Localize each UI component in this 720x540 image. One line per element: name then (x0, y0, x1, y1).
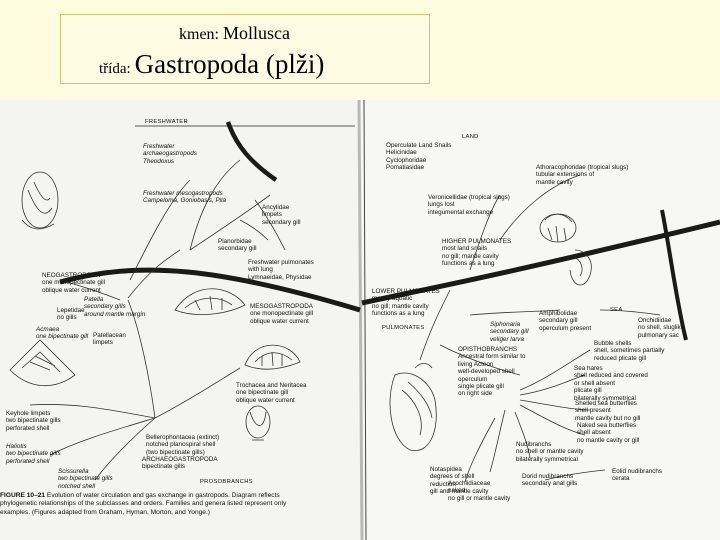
label-athoraco: Athoracophoridae (tropical slugs) tubula… (536, 164, 629, 186)
arrow-to-sea-hares (519, 374, 586, 396)
arrow-to-lower-pulmonates (419, 289, 451, 361)
label-scissurella: Scissurella two bipectinate gills notche… (58, 468, 113, 490)
label-amphibolidae: Amphibolidae secondary gill operculum pr… (539, 310, 592, 332)
label-fw-pulmonates: Freshwater pulmonates with lung Lymnaeid… (248, 259, 314, 281)
class-prefix: třída: (99, 61, 131, 77)
title-box: kmen: Mollusca třída: Gastropoda (plži) (60, 14, 430, 84)
arrow-to-eolid (544, 469, 606, 481)
snail-illustration-4 (9, 339, 76, 387)
diagram-drawing (0, 100, 720, 540)
arrow-to-notaspidea (489, 409, 506, 473)
snail-illustration-2 (174, 288, 246, 315)
label-sea-hares: Sea hares shell reduced and covered or s… (574, 365, 648, 402)
snail-illustration-7 (389, 363, 437, 451)
label-prosobranchs: PROSOBRANCHS (200, 479, 253, 485)
label-notaspidea: Notaspidea degrees of shell reduction gi… (430, 466, 489, 496)
label-fw-meso: Freshwater mesogastropods Campeloma, Gon… (143, 190, 226, 205)
arrow-to-veronicellidae (469, 194, 501, 271)
label-higher-pulmonates: HIGHER PULMONATES most land snails no gi… (442, 238, 512, 268)
label-siphonaria: Siphonaria secondary gill veliger larva (490, 321, 529, 343)
arrow-to-trochacea (154, 367, 241, 419)
arrow-to-shelled-butterflies (519, 399, 591, 411)
arrow-to-nudibranchs (514, 411, 531, 459)
label-pulmonates: PULMONATES (382, 325, 425, 331)
phylum-name: Mollusca (223, 23, 290, 43)
snail-illustration-1 (21, 171, 59, 230)
left-arrows (29, 159, 286, 481)
label-dorid: Dorid nudibranchs secondary anal gills (522, 473, 578, 488)
caption-label: FIGURE 10–21 (0, 492, 46, 499)
label-nudibranchs: Nudibranchs no shell or mantle cavity bi… (516, 441, 584, 463)
label-patella: Patella secondary gills around mantle ma… (84, 296, 146, 318)
label-onchidiidae: Onchidiidae no shell, sluglike pulmonary… (638, 317, 685, 339)
arrow-to-neogastropoda (59, 279, 121, 301)
label-land: LAND (462, 134, 479, 140)
label-neogastropoda: NEOGASTROPODA one monopectinate gill obl… (42, 272, 106, 294)
title-phylum: kmen: Mollusca (179, 23, 290, 44)
arrow-to-fw-archaeo (129, 179, 191, 281)
gutter-edge (363, 100, 367, 540)
label-mesogastropoda: MESOGASTROPODA one monopectinate gill ob… (250, 303, 314, 325)
arrow-to-acochlidiaceae (464, 417, 496, 483)
arrow-to-fw-pulmonates (254, 199, 286, 251)
label-fw-archaeo: Freshwater archaeogastropods Theodoxus (143, 143, 197, 165)
arrow-to-athoraco (499, 174, 581, 241)
arrow-to-ancylidae (189, 194, 271, 251)
label-naked-butterflies: Naked sea butterflies shell absent no ma… (577, 422, 640, 444)
label-bellerophontacea: Bellerophontacea (extinct) notched plano… (146, 434, 220, 456)
habitat-boundary-right (361, 219, 720, 306)
label-trochacea: Trochacea and Neritacea one bipectinate … (236, 382, 307, 404)
snail-illustration-3 (244, 344, 301, 370)
arrow-to-planorbidae (239, 219, 269, 241)
left-page (0, 100, 360, 540)
arrow-to-bubble (519, 349, 591, 391)
right-arrows (419, 174, 661, 483)
right-page (360, 100, 720, 540)
freshwater-boundary-line (225, 121, 278, 182)
snail-illustration-5 (245, 405, 271, 441)
arrow-to-naked-butterflies (519, 404, 586, 436)
sea-boundary-line (660, 209, 688, 341)
caption-text: Evolution of water circulation and gas e… (0, 492, 287, 516)
arrow-to-fw-meso (189, 159, 241, 251)
label-lower-pulmonates: LOWER PULMONATES mostly aquatic no gill;… (372, 288, 440, 318)
scanned-figure: FRESHWATER Freshwater archaeogastropods … (0, 100, 720, 540)
page-gutter (357, 100, 364, 540)
label-bubble: Bubble shells shell, sometimes partially… (594, 340, 665, 362)
label-freshwater: FRESHWATER (145, 119, 188, 125)
arrow-to-haliotis (49, 417, 156, 456)
title-class: třída: Gastropoda (plži) (99, 49, 324, 80)
arrow-to-scissurella (94, 417, 156, 481)
class-name: Gastropoda (plži) (134, 49, 325, 79)
label-acochlidiaceae: Acochlidiaceae naked no gill or mantle c… (448, 480, 511, 502)
figure-caption: FIGURE 10–21 Evolution of water circulat… (0, 492, 310, 517)
label-land-list: Operculate Land Snails Helicinidae Cyclo… (386, 142, 452, 172)
phylum-prefix: kmen: (179, 26, 219, 43)
label-ancylidae: Ancylidae limpets secondary gill (262, 204, 301, 226)
label-opisthobranchs: OPISTHOBRANCHS Ancestral form similar to… (458, 346, 526, 398)
label-planorbidae: Planorbidae secondary gill (218, 238, 257, 253)
habitat-boundary-left (59, 267, 361, 313)
label-shelled-butterflies: Shelled sea butterflies shell present ma… (575, 400, 641, 422)
snail-illustration-6 (539, 213, 592, 286)
label-keyhole: Keyhole limpets two bipectinate gills pe… (6, 410, 61, 432)
label-veronicellidae: Veronicellidae (tropical slugs) lungs lo… (428, 194, 510, 216)
label-archaeogastropoda: ARCHAEOGASTROPODA bipectinate gills (142, 456, 218, 471)
arrow-to-onchidiidae (599, 309, 661, 316)
label-sea: SEA (610, 307, 623, 313)
arrow-to-keyhole (29, 404, 156, 419)
label-eolid: Eolid nudibranchs cerata (612, 468, 663, 483)
label-patellacean: Patellacean limpets (93, 332, 126, 347)
label-lepetidae: Lepetidae no gills (57, 307, 85, 322)
label-haliotis: Haliotis two bipectinate gills perforate… (6, 443, 61, 465)
arrow-to-mesogastropoda (127, 249, 181, 299)
arrow-to-opisthobranchs (439, 344, 521, 376)
arrow-to-patellacean (127, 299, 156, 419)
label-acmaea: Acmaea one bipectinate gill (36, 326, 89, 341)
arrow-to-amphibolidae (469, 309, 561, 316)
